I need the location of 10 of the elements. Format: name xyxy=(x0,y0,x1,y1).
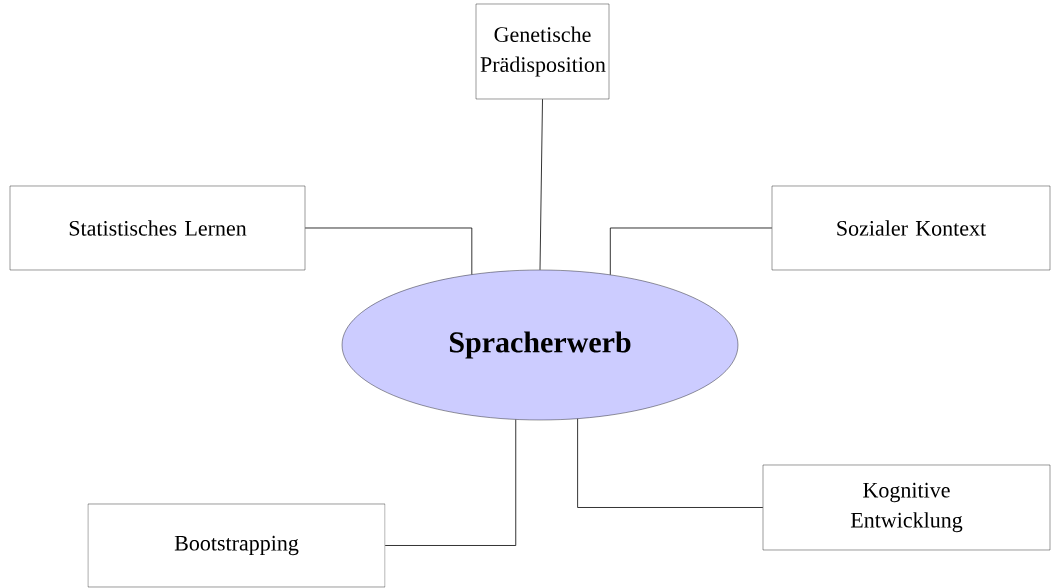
topic-box: Bootstrapping xyxy=(87,503,386,588)
topic-box: Genetische Prädisposition xyxy=(475,3,610,100)
connector-line xyxy=(577,418,764,508)
topic-box: Kognitive Entwicklung xyxy=(762,464,1051,551)
connector-line xyxy=(384,419,517,546)
connector-line xyxy=(539,98,543,271)
connector-line xyxy=(609,227,773,276)
topic-box: Sozialer Kontext xyxy=(771,185,1051,271)
topic-box: Statistisches Lernen xyxy=(9,185,306,271)
connector-line xyxy=(304,227,473,275)
